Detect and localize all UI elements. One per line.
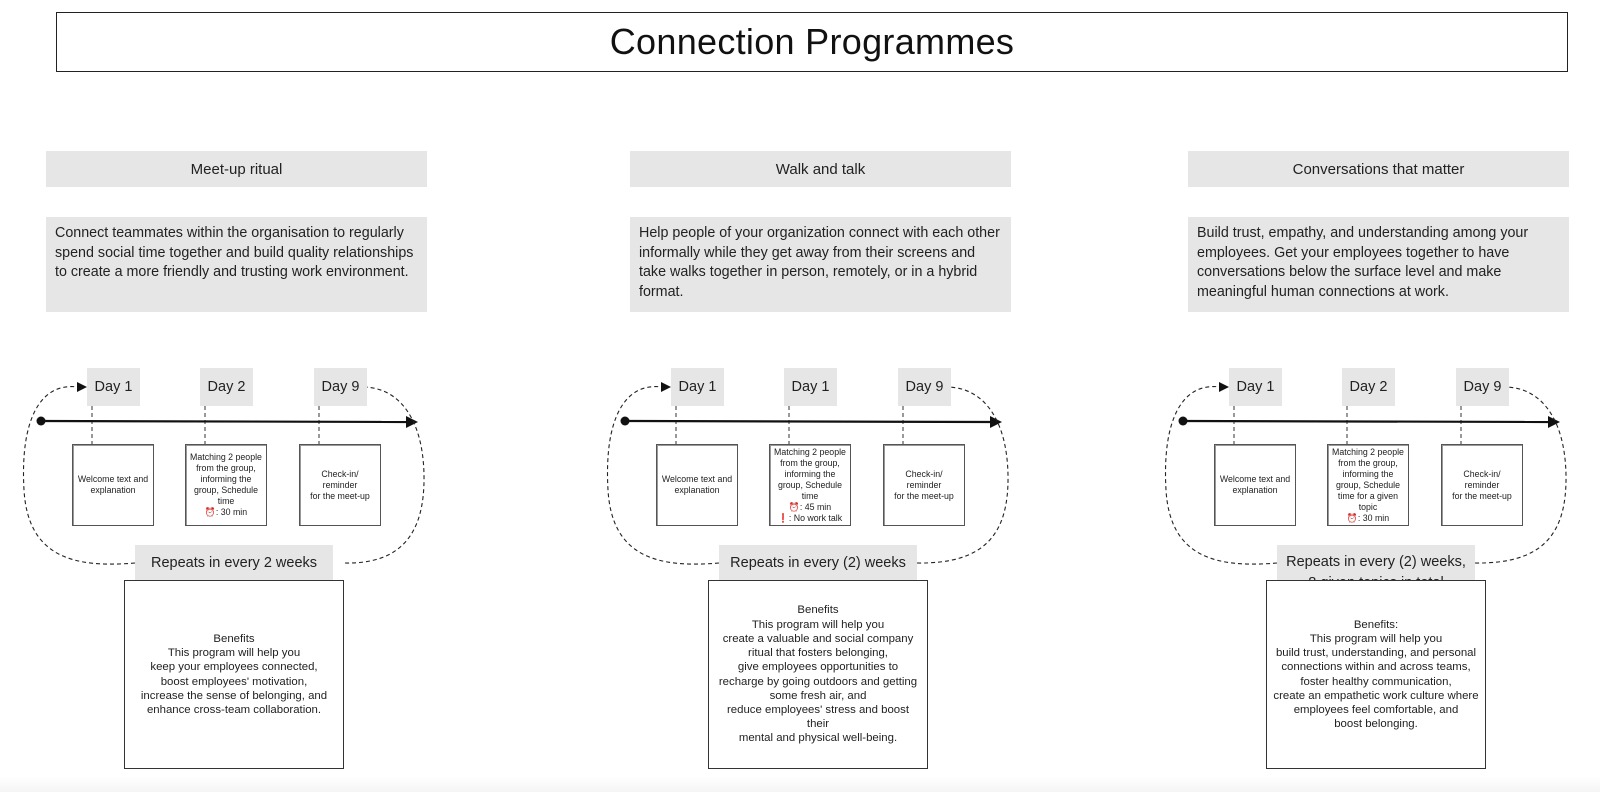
benefits-line: reduce employees' stress and boost their [727,703,909,731]
benefits-line: increase the sense of belonging, and [140,689,328,702]
repeat-line: Repeats in every (2) weeks [730,554,906,571]
program-column-walk-and-talk: Walk and talk Help people of your organi… [604,0,1011,792]
benefits-box: Benefits This program will help you crea… [708,580,928,769]
benefits-line: keep your employees connected, [150,661,318,674]
benefits-line: build trust, understanding, and personal [1275,647,1477,660]
benefits-line: This program will help you [1309,632,1443,645]
step-line: informing the [784,468,836,479]
step-line: time for a given [1337,490,1399,501]
program-title: Conversations that matter [1188,151,1569,187]
step-line: Matching 2 people [774,446,846,457]
timeline-day-label: Day 1 [671,368,724,406]
benefits-line: create a valuable and social company [722,632,914,645]
step-line: for the meet-up [894,490,954,501]
benefits-line: employees feel comfortable, and [1293,703,1459,716]
timeline-day-label: Day 1 [784,368,837,406]
benefits-heading: Benefits: [1353,618,1399,631]
step-line: topic [1358,501,1378,512]
repeat-line: Repeats in every 2 weeks [150,554,318,571]
timeline-day-label: Day 9 [1456,368,1509,406]
benefits-line: some fresh air, and [769,689,867,702]
step-line: from the group, [780,457,840,468]
step-line: Matching 2 people [1332,446,1404,457]
page-title: Connection Programmes [56,12,1568,72]
benefits-line: foster healthy communication, [1300,675,1452,688]
program-description: Connect teammates within the organisatio… [46,217,427,312]
step-line: from the group, [196,463,256,473]
step-line: for the meet-up [1452,490,1512,501]
step-line: explanation [90,485,136,495]
step-line: Welcome text and [77,474,149,484]
step-line: group, Schedule [193,485,259,495]
step-line: group, Schedule [777,479,843,490]
canvas-bottom-edge [0,776,1600,792]
benefits-line: mental and physical well-being. [738,732,898,745]
step-line: Check-in/ reminder [1463,468,1501,490]
repeat-line: Repeats in every (2) weeks, [1286,554,1466,570]
timeline-day-label: Day 9 [898,368,951,406]
program-title: Walk and talk [630,151,1011,187]
benefits-line: This program will help you [751,618,885,631]
step-card-welcome: Welcome text and explanation [72,444,154,526]
step-card-welcome: Welcome text and explanation [656,444,738,526]
benefits-box: Benefits: This program will help you bui… [1266,580,1486,769]
program-description: Help people of your organization connect… [630,217,1011,312]
step-duration: ⏰: 45 min [788,501,832,512]
step-card-welcome: Welcome text and explanation [1214,444,1296,526]
step-line: time [217,496,235,506]
step-line: Check-in/ reminder [905,468,943,490]
step-line: group, Schedule [1335,479,1401,490]
benefits-line: ritual that fosters belonging, [748,647,888,660]
repeat-label: Repeats in every 2 weeks [135,545,333,581]
step-line: explanation [1232,485,1278,495]
program-column-conversations: Conversations that matter Build trust, e… [1162,0,1569,792]
timeline-day-label: Day 1 [87,368,140,406]
benefits-line: give employees opportunities to [737,661,899,674]
step-line: informing the [1342,468,1394,479]
repeat-label: Repeats in every (2) weeks [719,545,917,581]
step-card-checkin: Check-in/ reminder for the meet-up [299,444,381,526]
step-line: from the group, [1338,457,1398,468]
step-rule: ❗: No work talk [777,512,843,523]
program-column-meetup: Meet-up ritual Connect teammates within … [20,0,427,792]
step-card-matching: Matching 2 people from the group, inform… [769,444,851,526]
step-card-checkin: Check-in/ reminder for the meet-up [883,444,965,526]
timeline-day-label: Day 9 [314,368,367,406]
step-card-checkin: Check-in/ reminder for the meet-up [1441,444,1523,526]
timeline-day-label: Day 2 [1342,368,1395,406]
benefits-box: Benefits This program will help you keep… [124,580,344,769]
step-card-matching: Matching 2 people from the group, inform… [1327,444,1409,526]
step-line: for the meet-up [310,490,370,501]
program-title: Meet-up ritual [46,151,427,187]
step-duration: ⏰: 30 min [204,507,248,517]
benefits-line: connections within and across teams, [1281,661,1471,674]
step-line: informing the [200,474,252,484]
benefits-heading: Benefits [797,604,839,617]
timeline-day-label: Day 2 [200,368,253,406]
benefits-line: boost belonging. [1334,718,1418,731]
step-line: Check-in/ reminder [321,468,359,490]
timeline-day-label: Day 1 [1229,368,1282,406]
program-description: Build trust, empathy, and understanding … [1188,217,1569,312]
benefits-heading: Benefits [213,632,255,645]
step-line: Welcome text and [661,474,733,484]
step-line: time [801,490,819,501]
step-card-matching: Matching 2 people from the group, inform… [185,444,267,526]
benefits-line: boost employees' motivation, [160,675,308,688]
step-line: explanation [674,485,720,495]
benefits-line: create an empathetic work culture where [1273,689,1479,702]
benefits-line: enhance cross-team collaboration. [146,703,322,716]
step-line: Welcome text and [1219,474,1291,484]
step-line: Matching 2 people [190,452,262,462]
benefits-line: recharge by going outdoors and getting [718,675,918,688]
benefits-line: This program will help you [167,647,301,660]
step-duration: ⏰: 30 min [1346,512,1390,523]
